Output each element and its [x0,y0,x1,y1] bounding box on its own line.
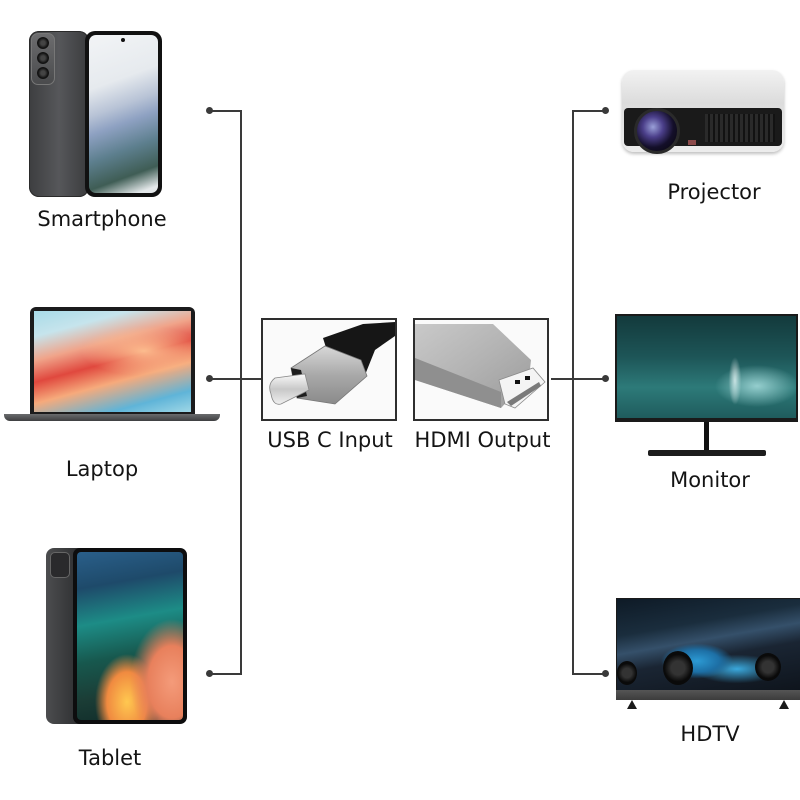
camera-icon [31,33,55,85]
left-branch-smartphone [209,110,242,112]
hdmi-output-box [413,318,549,421]
monitor-icon [617,316,796,418]
usb-c-input-box [261,318,397,421]
usb-c-connector-icon [269,322,395,405]
left-vertical-line [240,110,242,675]
monitor-stand-foot [648,450,766,456]
connector-dot-icon [602,375,609,382]
connector-dot-icon [206,107,213,114]
right-branch-projector [572,110,605,112]
hdtv-leg [627,700,637,709]
right-branch-monitor [551,378,605,380]
projector-button [688,140,696,145]
usb-c-input-label: USB C Input [267,428,393,452]
smartphone-label: Smartphone [37,207,167,231]
hdtv-label: HDTV [680,722,740,746]
tablet-camera-icon [50,552,70,578]
left-branch-tablet [209,673,242,675]
tablet-label: Tablet [78,746,142,770]
laptop-base [4,414,220,421]
hdmi-output-label: HDMI Output [414,428,551,452]
projector-lens-icon [634,108,680,154]
left-branch-laptop [209,378,261,380]
hdtv-bezel [616,690,800,700]
connector-dot-icon [206,375,213,382]
projector-vent [705,114,775,142]
monitor-label: Monitor [670,468,750,492]
connector-dot-icon [602,670,609,677]
hdtv-icon [617,599,800,691]
hdtv-leg [779,700,789,709]
right-vertical-line [572,110,574,675]
connector-dot-icon [602,107,609,114]
connector-dot-icon [206,670,213,677]
monitor-stand-neck [704,422,709,452]
laptop-label: Laptop [65,457,139,481]
laptop-icon [34,311,191,412]
smartphone-icon [89,35,158,193]
hdmi-connector-icon [415,324,546,409]
projector-label: Projector [667,180,761,204]
right-branch-hdtv [572,673,605,675]
tablet-icon [77,552,183,720]
